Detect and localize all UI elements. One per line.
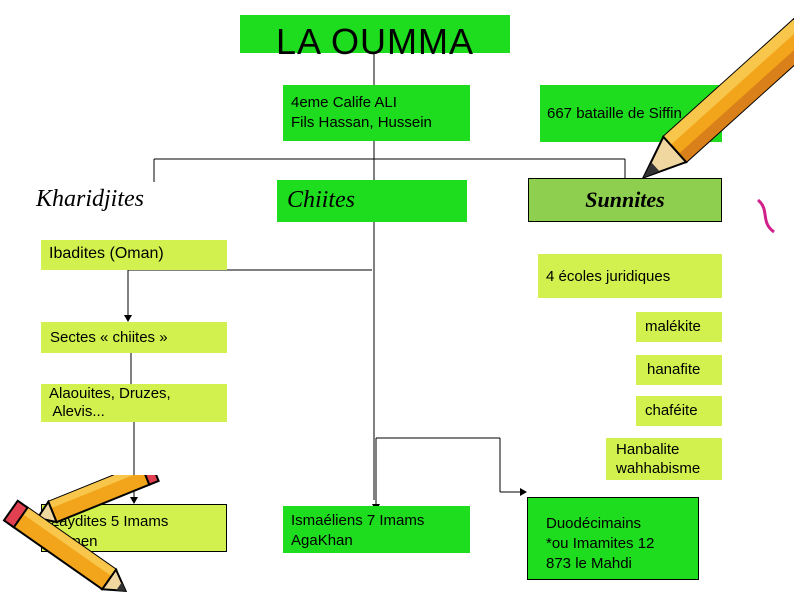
duodecimains-line-2: *ou Imamites 12 xyxy=(546,535,655,552)
hanbalite-line-1: Hanbalite xyxy=(616,441,680,458)
sunnites-text: Sunnites xyxy=(585,187,665,212)
malekite-text: malékite xyxy=(645,318,701,335)
page-title: LA OUMMA xyxy=(240,15,510,62)
hanbalite-line-2: wahhabisme xyxy=(616,460,701,477)
ali-line-1: 4eme Calife ALI xyxy=(291,94,397,111)
malekite-box: malékite xyxy=(636,312,722,342)
duodecimains-line-1: Duodécimains xyxy=(546,515,642,532)
ecoles-text: 4 écoles juridiques xyxy=(546,268,671,285)
ecoles-box: 4 écoles juridiques xyxy=(538,254,722,298)
title-text: LA OUMMA xyxy=(275,21,475,62)
sunnites-box: Sunnites xyxy=(528,178,722,222)
kharidjites-label: Kharidjites xyxy=(36,186,196,218)
ali-box: 4eme Calife ALI Fils Hassan, Hussein xyxy=(283,85,470,141)
chafeite-box: chaféite xyxy=(636,396,722,426)
chiites-box: Chiites xyxy=(277,180,467,222)
duodecimains-box: Duodécimains *ou Imamites 12 873 le Mahd… xyxy=(527,497,699,580)
alaouites-line-2: Alevis... xyxy=(49,403,105,420)
ali-line-2: Fils Hassan, Hussein xyxy=(291,114,432,131)
ismaeliens-box: Ismaéliens 7 Imams AgaKhan xyxy=(283,506,470,553)
siffin-text: 667 bataille de Siffin xyxy=(547,105,682,122)
ismaeliens-line-2: AgaKhan xyxy=(291,532,353,549)
pencils-icon xyxy=(2,475,160,593)
sectes-text: Sectes « chiites » xyxy=(50,329,168,346)
zaydites-line-1: Zaydites 5 Imams xyxy=(50,513,169,530)
duodecimains-line-3: 873 le Mahdi xyxy=(546,555,632,572)
chafeite-text: chaféite xyxy=(645,402,698,419)
ismaeliens-line-1: Ismaéliens 7 Imams xyxy=(291,512,425,529)
sectes-box: Sectes « chiites » xyxy=(41,322,227,353)
hanafite-text: hanafite xyxy=(647,361,701,378)
hanbalite-box: Hanbalite wahhabisme xyxy=(606,438,722,480)
pencil-icon xyxy=(641,8,794,234)
kharidjites-text: Kharidjites xyxy=(36,186,145,212)
alaouites-box: Alaouites, Druzes, Alevis... xyxy=(41,384,227,422)
alaouites-line-1: Alaouites, Druzes, xyxy=(49,385,171,402)
hanafite-box: hanafite xyxy=(636,355,722,385)
chiites-text: Chiites xyxy=(287,187,356,213)
ibadites-box: Ibadites (Oman) xyxy=(41,240,227,270)
ibadites-text: Ibadites (Oman) xyxy=(49,245,164,262)
